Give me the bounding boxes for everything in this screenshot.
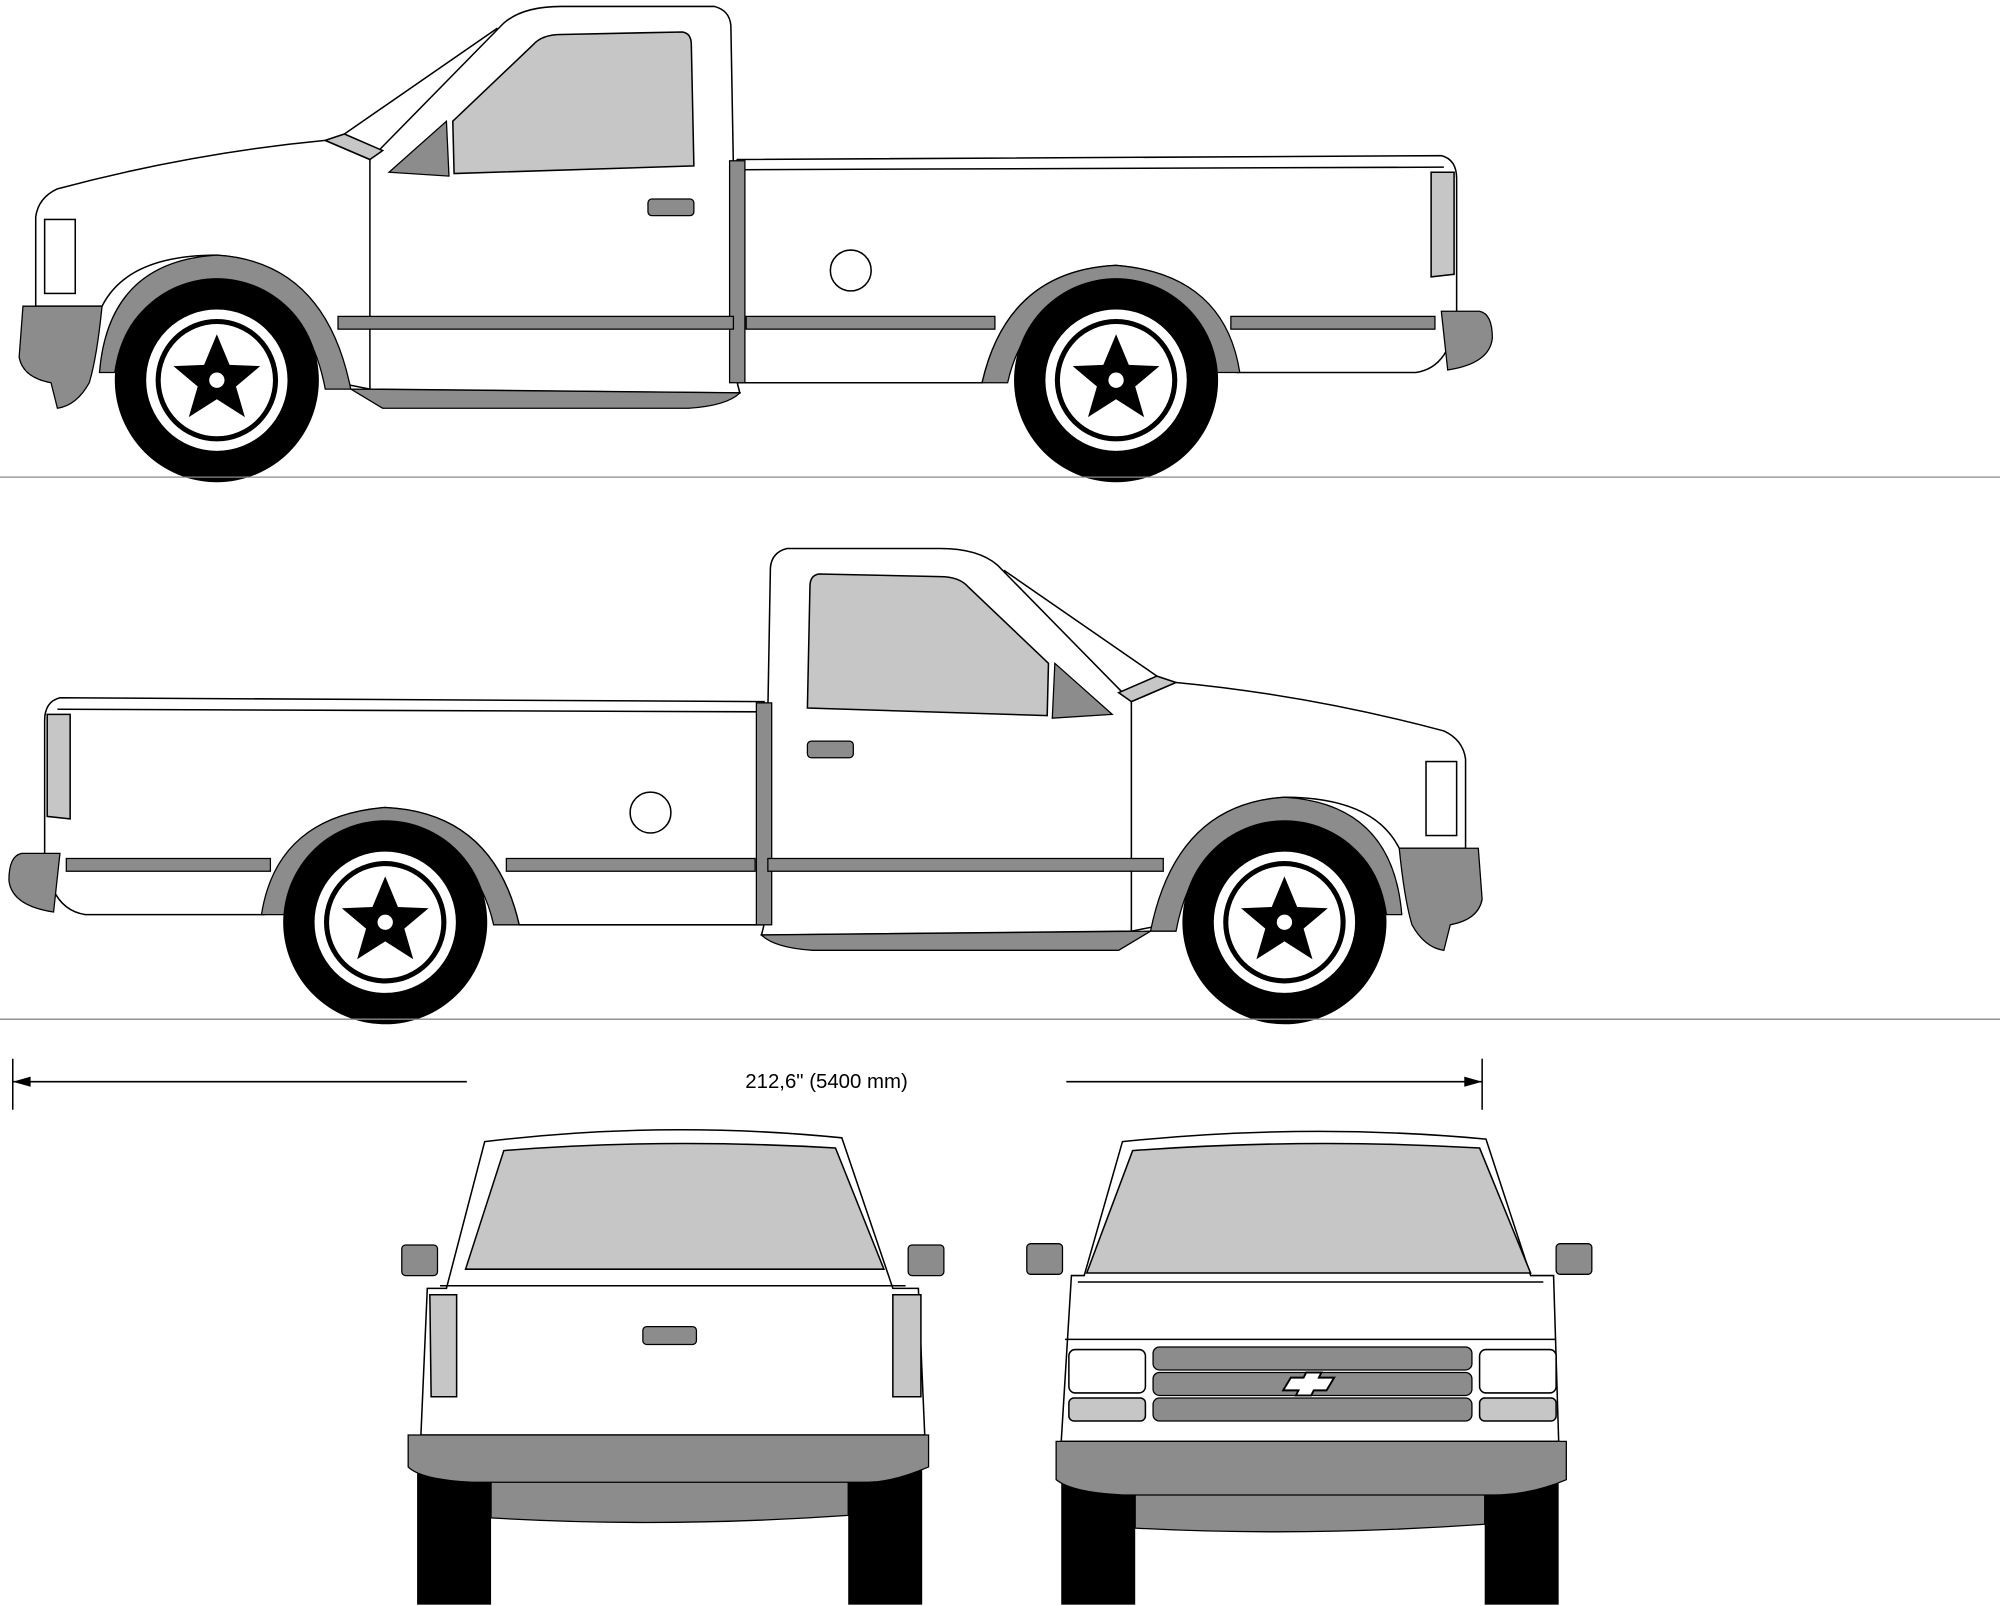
dimension-label: 212,6" (5400 mm) [745, 1071, 908, 1093]
rear-view [401, 1129, 945, 1605]
length-dimension: 212,6" (5400 mm) [11, 1058, 1483, 1110]
side-view-left [19, 6, 1492, 482]
front-view [1026, 1130, 1593, 1605]
bowtie-logo [1281, 1371, 1336, 1397]
side-view-right [9, 549, 1482, 1025]
